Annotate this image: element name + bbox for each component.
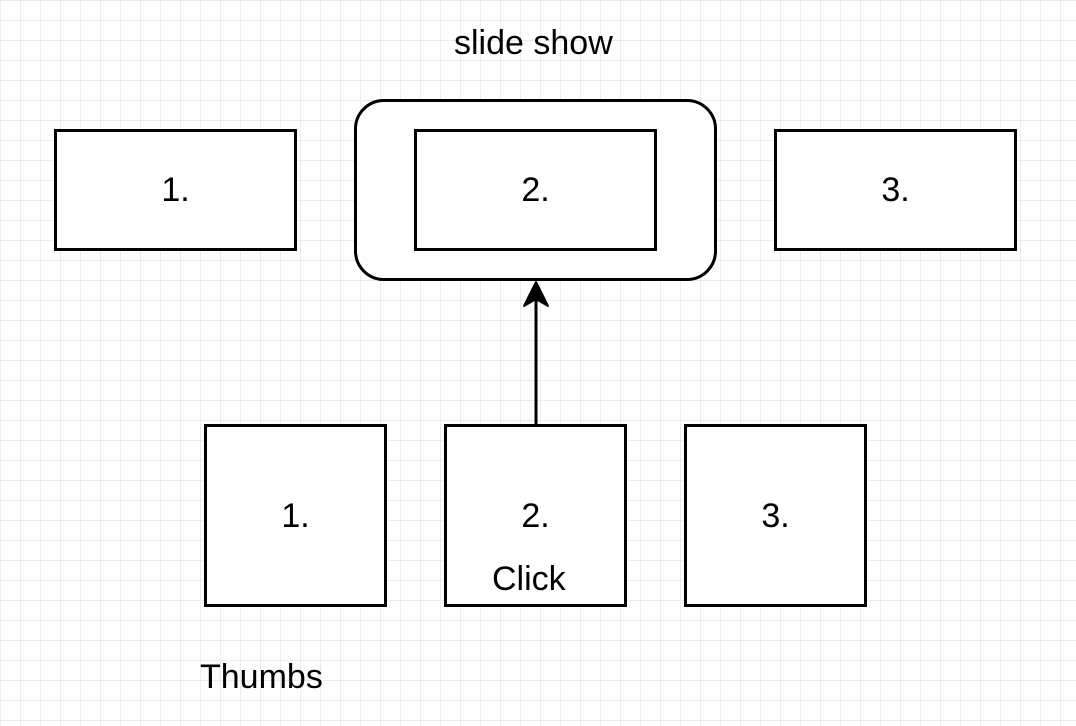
slide-1-box: 1. — [54, 129, 297, 251]
thumbs-title: Thumbs — [200, 658, 323, 696]
slide-2-box: 2. — [414, 129, 657, 251]
slide-1-label: 1. — [161, 171, 190, 209]
click-label: Click — [492, 560, 566, 598]
thumb-1-label: 1. — [281, 496, 310, 535]
thumb-3-box: 3. — [684, 424, 867, 607]
click-arrow-head — [523, 281, 549, 307]
slide-3-box: 3. — [774, 129, 1017, 251]
thumb-1-box: 1. — [204, 424, 387, 607]
thumb-2-box: 2. — [444, 424, 627, 607]
slide-3-label: 3. — [881, 171, 910, 209]
thumb-2-label: 2. — [521, 496, 550, 535]
slideshow-title: slide show — [454, 24, 613, 62]
thumb-3-label: 3. — [761, 496, 790, 535]
slide-2-label: 2. — [521, 171, 550, 209]
